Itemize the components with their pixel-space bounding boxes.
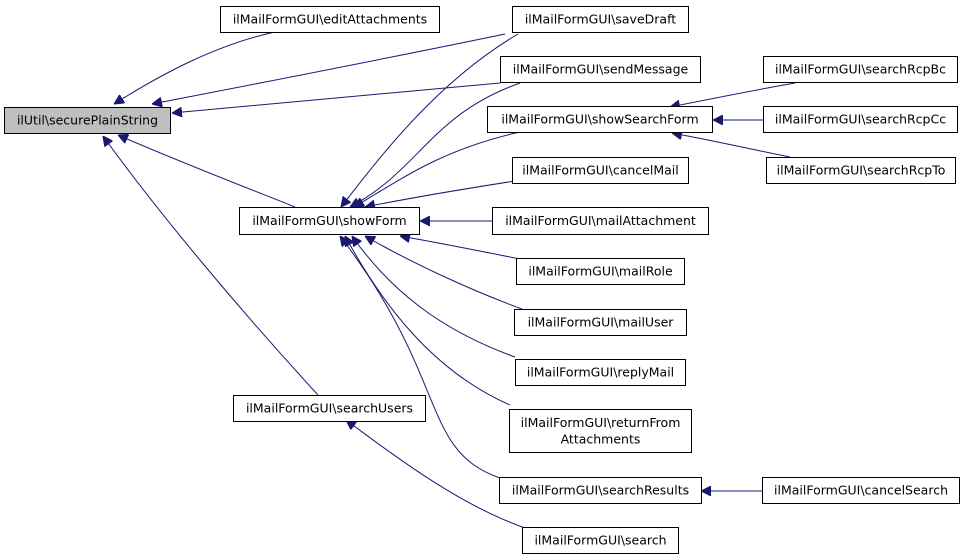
edge-searchUsers-to-root — [103, 136, 319, 396]
node-mailRole-label: ilMailFormGUI\mailRole — [528, 264, 673, 279]
node-mailAttachment-label: ilMailFormGUI\mailAttachment — [505, 213, 696, 228]
node-searchRcpBc-label: ilMailFormGUI\searchRcpBc — [775, 62, 946, 77]
node-searchRcpCc-label: ilMailFormGUI\searchRcpCc — [775, 112, 946, 127]
edge-showForm-to-root — [118, 135, 296, 208]
node-showSearchForm-label: ilMailFormGUI\showSearchForm — [501, 112, 698, 127]
edge-searchRcpBc-to-showSearchForm — [670, 82, 796, 107]
edge-saveDraft-to-root — [152, 33, 506, 104]
node-returnFromAttachments-label-line-2: Attachments — [561, 432, 641, 447]
node-editAttachments-box — [220, 6, 440, 33]
node-cancelSearch-box — [762, 477, 960, 504]
node-searchUsers-box — [233, 395, 426, 422]
node-searchRcpBc-box — [763, 56, 958, 83]
node-mailRole[interactable]: ilMailFormGUI\mailRole — [516, 258, 685, 285]
node-sendMessage[interactable]: ilMailFormGUI\sendMessage — [500, 56, 701, 83]
edge-searchRcpTo-to-showSearchForm — [672, 133, 791, 158]
node-search[interactable]: ilMailFormGUI\search — [522, 527, 679, 554]
node-saveDraft-label: ilMailFormGUI\saveDraft — [525, 12, 676, 27]
edge-returnFromAttachments-to-showForm — [345, 236, 511, 406]
node-saveDraft[interactable]: ilMailFormGUI\saveDraft — [512, 6, 689, 33]
node-searchRcpBc[interactable]: ilMailFormGUI\searchRcpBc — [763, 56, 958, 83]
edge-mailUser-to-showForm — [365, 236, 523, 310]
node-showSearchForm[interactable]: ilMailFormGUI\showSearchForm — [487, 106, 713, 133]
node-cancelMail[interactable]: ilMailFormGUI\cancelMail — [512, 157, 689, 184]
node-searchUsers[interactable]: ilMailFormGUI\searchUsers — [233, 395, 426, 422]
node-searchRcpCc[interactable]: ilMailFormGUI\searchRcpCc — [763, 106, 958, 133]
node-root[interactable]: ilUtil\securePlainString — [4, 107, 171, 134]
edge-editAttachments-to-root — [114, 31, 276, 104]
node-cancelSearch-label: ilMailFormGUI\cancelSearch — [774, 483, 948, 498]
node-returnFromAttachments[interactable]: ilMailFormGUI\returnFrom Attachments — [509, 409, 692, 453]
node-mailUser[interactable]: ilMailFormGUI\mailUser — [514, 309, 687, 336]
edge-mailRole-to-showForm — [400, 236, 521, 260]
node-returnFromAttachments-box — [509, 409, 692, 453]
node-root-box — [4, 107, 171, 134]
edge-replyMail-to-showForm — [352, 236, 516, 358]
edge-search-to-searchUsers — [346, 420, 526, 529]
node-cancelMail-box — [512, 157, 689, 184]
node-searchRcpTo-box — [766, 157, 956, 184]
node-mailUser-box — [514, 309, 687, 336]
edge-showSearchForm-to-showForm — [354, 131, 521, 207]
edge-searchResults-to-showForm — [340, 236, 501, 479]
node-editAttachments[interactable]: ilMailFormGUI\editAttachments — [220, 6, 440, 33]
node-searchUsers-label: ilMailFormGUI\searchUsers — [246, 401, 413, 416]
edge-saveDraft-to-showForm — [341, 33, 519, 207]
edges — [103, 31, 796, 529]
node-mailUser-label: ilMailFormGUI\mailUser — [528, 315, 675, 330]
node-searchResults-box — [499, 477, 702, 504]
node-mailAttachment-box — [492, 207, 709, 235]
node-returnFromAttachments-label-line-1: ilMailFormGUI\returnFrom — [521, 415, 681, 430]
node-searchRcpCc-box — [763, 106, 958, 133]
edge-sendMessage-to-root — [172, 82, 501, 113]
node-root-label: ilUtil\securePlainString — [17, 113, 158, 128]
node-search-box — [522, 527, 679, 554]
node-showForm[interactable]: ilMailFormGUI\showForm — [239, 207, 420, 235]
node-searchResults-label: ilMailFormGUI\searchResults — [512, 483, 689, 498]
node-searchRcpTo-label: ilMailFormGUI\searchRcpTo — [777, 163, 946, 178]
node-mailRole-box — [516, 258, 685, 285]
node-searchRcpTo[interactable]: ilMailFormGUI\searchRcpTo — [766, 157, 956, 184]
node-replyMail-label: ilMailFormGUI\replyMail — [527, 365, 674, 380]
node-showSearchForm-box — [487, 106, 713, 133]
node-replyMail-box — [515, 359, 686, 386]
node-sendMessage-box — [500, 56, 701, 83]
node-sendMessage-label: ilMailFormGUI\sendMessage — [513, 62, 689, 77]
node-search-label: ilMailFormGUI\search — [534, 533, 666, 548]
node-showForm-box — [239, 207, 420, 235]
node-cancelSearch[interactable]: ilMailFormGUI\cancelSearch — [762, 477, 960, 504]
node-showForm-label: ilMailFormGUI\showForm — [252, 213, 406, 228]
node-searchResults[interactable]: ilMailFormGUI\searchResults — [499, 477, 702, 504]
node-editAttachments-label: ilMailFormGUI\editAttachments — [233, 12, 427, 27]
node-mailAttachment[interactable]: ilMailFormGUI\mailAttachment — [492, 207, 709, 235]
node-saveDraft-box — [512, 6, 689, 33]
node-replyMail[interactable]: ilMailFormGUI\replyMail — [515, 359, 686, 386]
edge-sendMessage-to-showForm — [350, 82, 521, 207]
node-cancelMail-label: ilMailFormGUI\cancelMail — [522, 163, 678, 178]
nodes: ilUtil\securePlainString ilMailFormGUI\e… — [4, 6, 960, 554]
edge-cancelMail-to-showForm — [365, 180, 516, 207]
